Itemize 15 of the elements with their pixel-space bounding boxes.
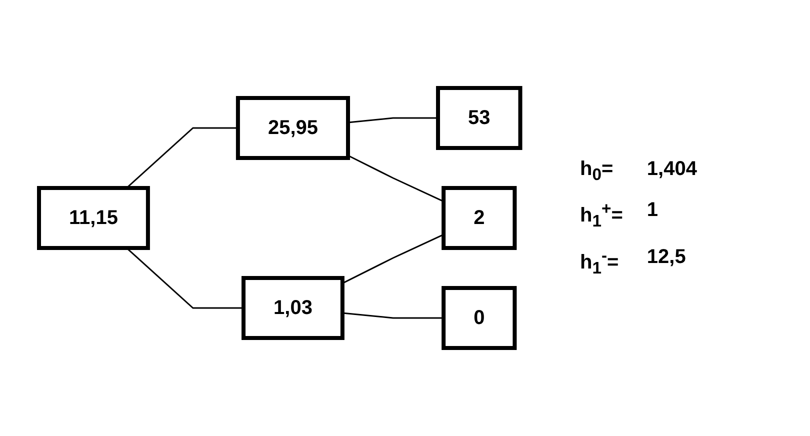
node-box: 0 bbox=[442, 286, 518, 350]
connector bbox=[348, 117, 438, 124]
label-text: h$_{1}$$^{-}$= bbox=[580, 246, 620, 278]
label-text: 1 bbox=[646, 198, 660, 223]
node-box: 1,03 bbox=[242, 276, 345, 340]
label-text: h$_{1}$$^{+}$= bbox=[580, 198, 623, 232]
label-text: 1,404 bbox=[646, 158, 697, 182]
connector bbox=[126, 127, 238, 189]
node-box: 25,95 bbox=[236, 96, 350, 160]
node-box: 11,15 bbox=[37, 186, 150, 250]
node-box: 2 bbox=[442, 186, 518, 250]
node-box: 53 bbox=[436, 86, 523, 150]
label-text: 12,5 bbox=[646, 246, 687, 270]
label-text: h$_{0}$= bbox=[580, 158, 614, 185]
connector bbox=[342, 312, 444, 319]
